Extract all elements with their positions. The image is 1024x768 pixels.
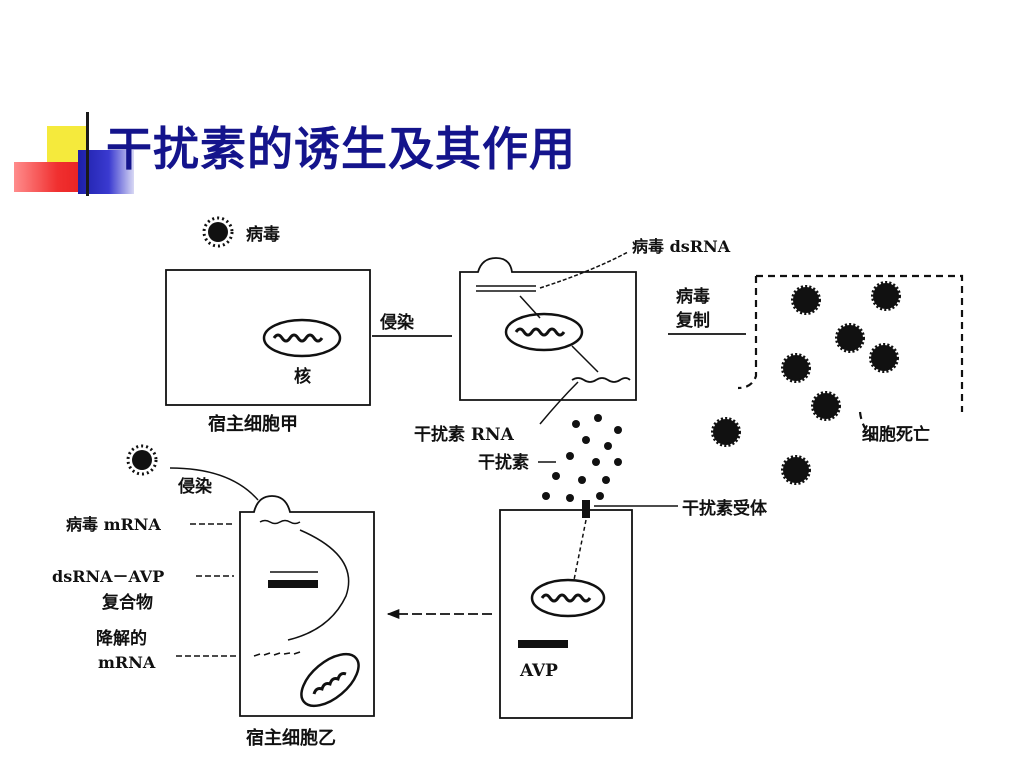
virus-particle-icon: [202, 216, 234, 248]
cell-a-nucleus-label: 核: [294, 366, 311, 387]
slide-title: 干扰素的诱生及其作用: [106, 122, 576, 176]
title-deco-red-bar: [14, 162, 86, 192]
receptor-cell: [499, 509, 633, 719]
dsrna-to-nucleus-line: [519, 295, 541, 319]
virus-replication-label-1: 病毒: [676, 286, 710, 307]
middle-cell-dna-icon: [514, 327, 566, 337]
dsrna-pointer-line: [539, 251, 629, 289]
complex-label-2: 复合物: [101, 592, 153, 613]
middle-cell-nucleus: [504, 312, 584, 352]
virus-replication-label-2: 复制: [675, 310, 710, 331]
cell-death-label: 细胞死亡: [862, 424, 930, 445]
degraded-label-2: mRNA: [98, 653, 156, 672]
cell-b-dna-icon: [312, 672, 347, 695]
virus-mrna-label: 病毒 mRNA: [66, 515, 161, 534]
title-deco-vertical-line: [86, 112, 89, 196]
ifn-rna-pointer-line: [539, 381, 579, 425]
receptor-signal-line: [573, 519, 587, 581]
avp-protein-bar: [518, 640, 568, 648]
degraded-label-1: 降解的: [96, 628, 147, 649]
interferon-molecules: [542, 414, 622, 502]
virus-mrna-strand: [259, 519, 301, 525]
cell-b-label: 宿主细胞乙: [246, 727, 336, 749]
host-cell-a: [165, 269, 371, 406]
cell-b-nucleus: [300, 652, 360, 708]
cell-a-label: 宿主细胞甲: [208, 413, 298, 435]
virus-label: 病毒: [246, 224, 280, 245]
degraded-mrna-strand: [253, 651, 301, 657]
avp-label: AVP: [519, 661, 558, 681]
interferon-receptor-label: 干扰素受体: [682, 498, 768, 519]
virus-dsrna-label: 病毒 dsRNA: [632, 237, 731, 256]
released-virus-icons: [711, 281, 901, 485]
cell-b-infection-path: [169, 467, 259, 501]
interferon-receptor-icon: [582, 500, 590, 518]
interferon-rna-strand: [571, 377, 631, 383]
cell-b-infection-label: 侵染: [177, 476, 212, 497]
dsrna-avp-complex-bar: [268, 580, 318, 588]
cell-a-nucleus: [262, 318, 342, 358]
cell-a-dna-icon: [272, 333, 324, 343]
nucleus-to-ifn-rna-line: [571, 345, 599, 373]
infection-label: 侵染: [379, 312, 414, 333]
infected-cell-middle: [459, 257, 637, 401]
mrna-curve: [287, 529, 350, 641]
receptor-cell-nucleus: [530, 578, 606, 618]
interferon-rna-label: 干扰素 RNA: [414, 424, 515, 445]
host-cell-b: [239, 495, 375, 717]
receptor-cell-dna-icon: [540, 593, 592, 603]
dead-cell-outline: [737, 274, 964, 441]
virus-particle-icon: [126, 444, 158, 476]
interferon-label: 干扰素: [478, 452, 529, 473]
complex-label-1: dsRNA－AVP: [52, 567, 164, 586]
